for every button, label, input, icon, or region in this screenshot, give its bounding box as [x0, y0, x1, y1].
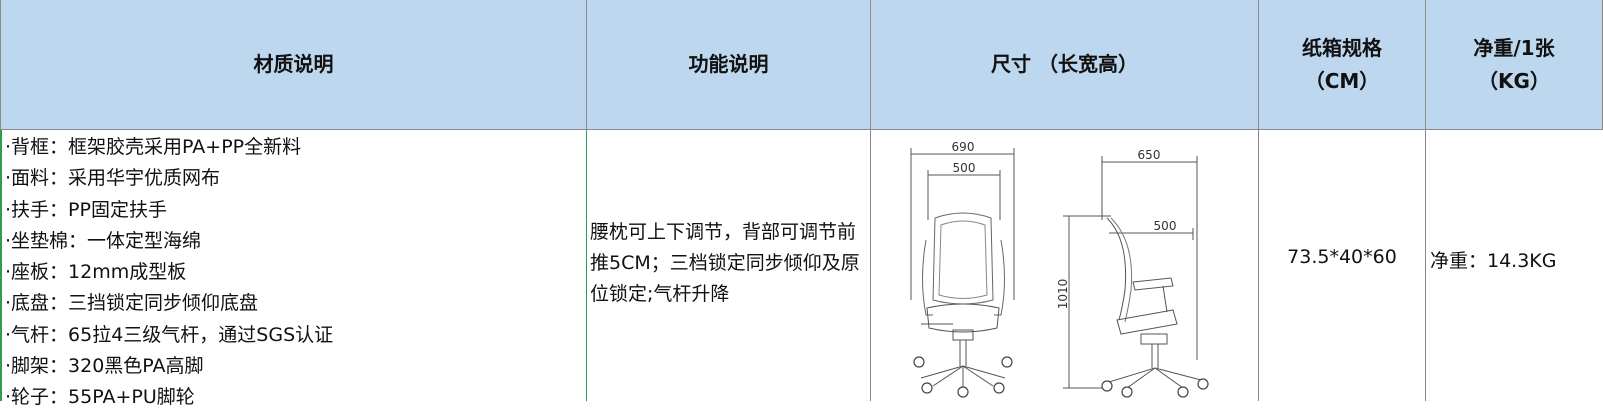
material-item: ·坐垫棉：一体定型海绵 — [5, 229, 202, 252]
header-divider — [0, 129, 1603, 130]
cell-weight: 净重：14.3KG — [1426, 130, 1603, 401]
header-function: 功能说明 — [587, 0, 871, 129]
header-size-label: 尺寸 （长宽高） — [991, 52, 1138, 76]
material-item: ·背框：框架胶壳采用PA+PP全新料 — [5, 136, 302, 158]
cell-material: ·背框：框架胶壳采用PA+PP全新料 ·面料：采用华宇优质网布 ·扶手：PP固定… — [0, 130, 587, 408]
material-item: ·轮子：55PA+PU脚轮 — [5, 386, 195, 409]
carton-size-value: 73.5*40*60 — [1287, 246, 1397, 268]
cell-carton: 73.5*40*60 — [1259, 130, 1426, 401]
material-item: ·底盘：三挡锁定同步倾仰底盘 — [5, 292, 259, 315]
header-carton-unit: （CM） — [1304, 68, 1380, 93]
header-carton-label: 纸箱规格 — [1302, 35, 1382, 60]
material-item: ·脚架：320黑色PA高脚 — [5, 355, 204, 378]
chair-dimension-drawing: 690 500 — [910, 140, 1209, 398]
height-label: 1010 — [1056, 279, 1070, 310]
material-item: ·座板：12mm成型板 — [5, 261, 187, 284]
front-width-inner-label: 500 — [953, 161, 976, 175]
header-weight-label: 净重/1张 — [1473, 35, 1555, 60]
header-material-label: 材质说明 — [253, 52, 334, 76]
side-depth-inner-label: 500 — [1154, 219, 1177, 233]
cell-function: 腰枕可上下调节，背部可调节前推5CM；三档锁定同步倾仰及原位锁定;气杆升降 — [587, 130, 871, 401]
material-item: ·面料：采用华宇优质网布 — [5, 167, 221, 190]
function-text: 腰枕可上下调节，背部可调节前推5CM；三档锁定同步倾仰及原位锁定;气杆升降 — [590, 221, 860, 305]
header-function-label: 功能说明 — [688, 52, 769, 76]
header-material: 材质说明 — [0, 0, 587, 129]
front-width-outer-label: 690 — [952, 140, 975, 154]
material-item: ·扶手：PP固定扶手 — [5, 198, 167, 221]
side-depth-outer-label: 650 — [1138, 148, 1161, 162]
net-weight-value: 净重：14.3KG — [1430, 250, 1557, 272]
header-size: 尺寸 （长宽高） — [871, 0, 1259, 129]
header-carton: 纸箱规格 （CM） — [1259, 0, 1426, 129]
header-weight-unit: （KG） — [1478, 68, 1550, 93]
material-list: ·背框：框架胶壳采用PA+PP全新料 ·面料：采用华宇优质网布 ·扶手：PP固定… — [5, 132, 333, 414]
cell-size-drawing: 690 500 — [871, 130, 1259, 401]
material-item: ·气杆：65拉4三级气杆，通过SGS认证 — [5, 323, 334, 346]
cell-left-border — [0, 130, 2, 401]
header-weight: 净重/1张 （KG） — [1426, 0, 1603, 129]
